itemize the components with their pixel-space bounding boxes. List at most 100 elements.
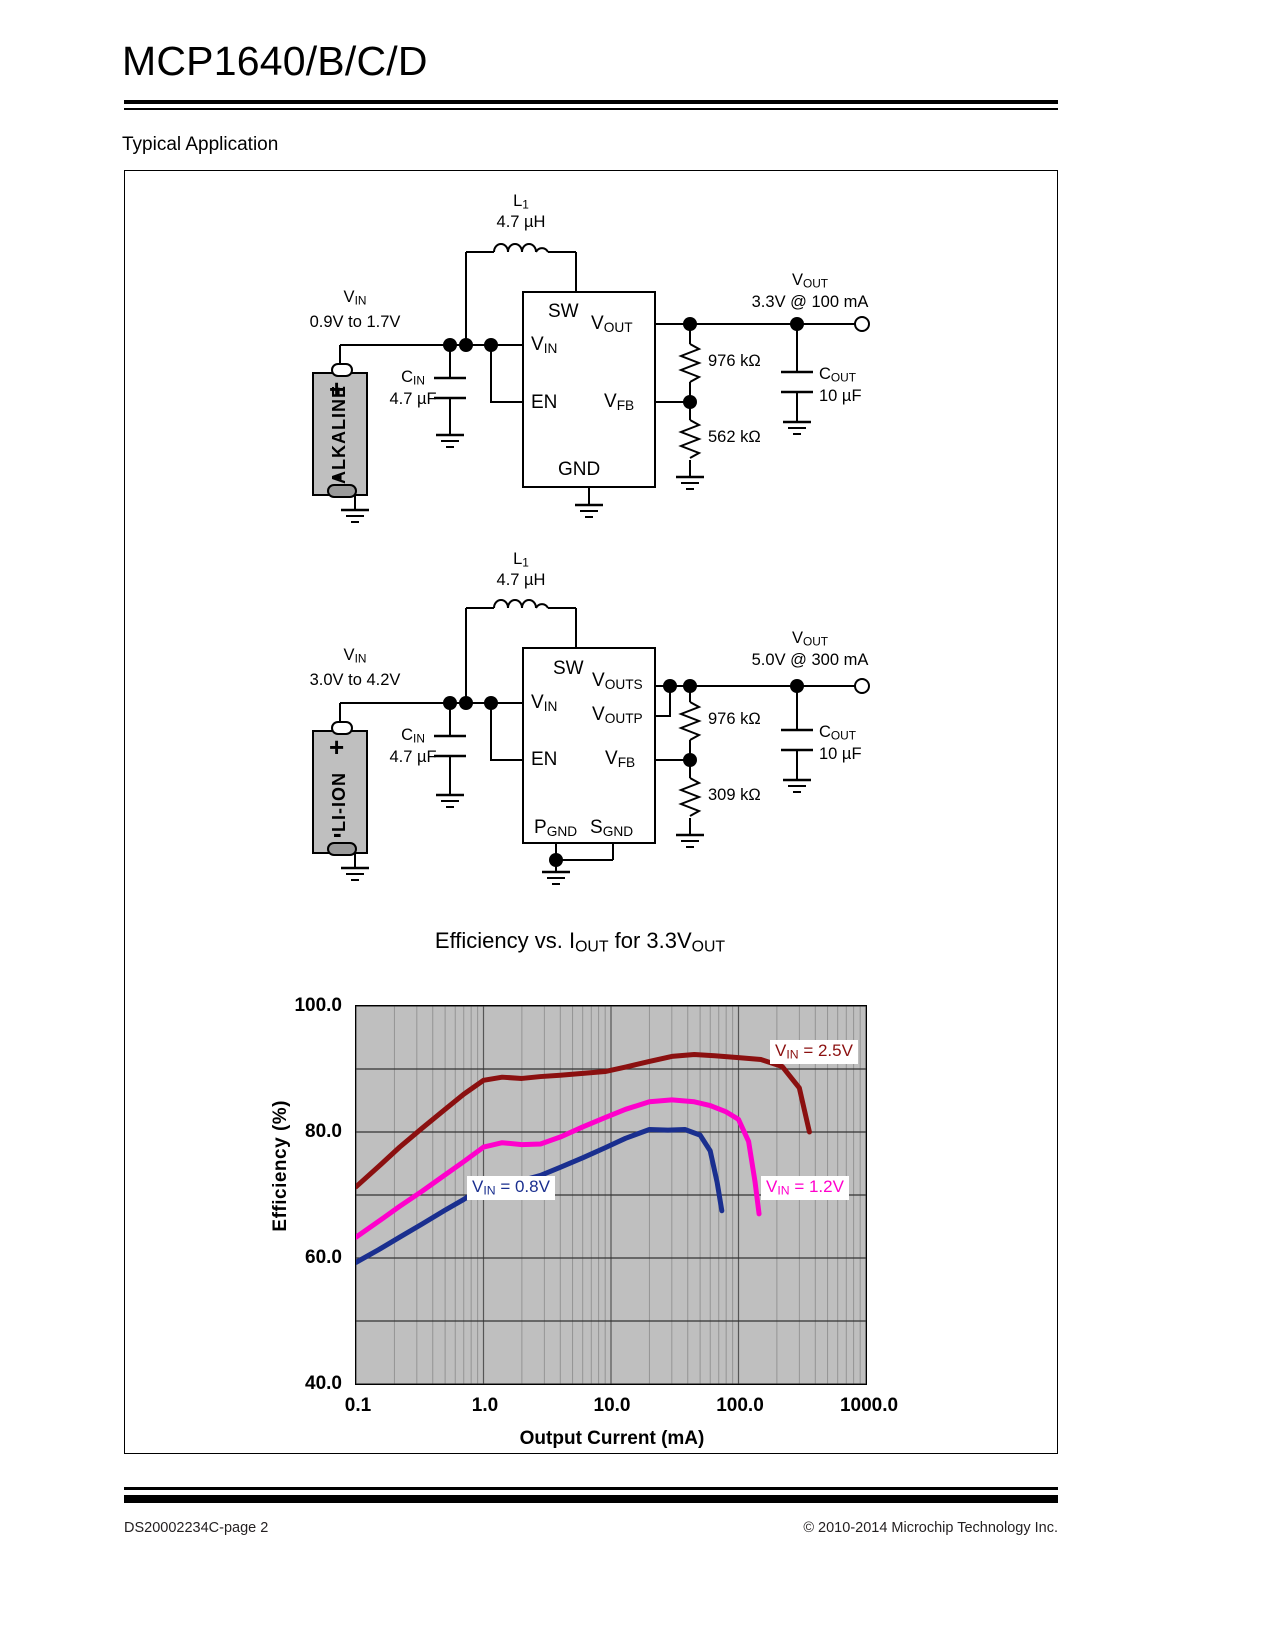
cin-ref-sub: IN bbox=[413, 373, 425, 388]
circuit1-vin-label: VIN bbox=[344, 288, 367, 308]
inductor2-ref-letter: L bbox=[513, 550, 523, 568]
circuit1-cin-ref: CIN bbox=[401, 368, 425, 388]
chart-title: Efficiency vs. IOUT for 3.3VOUT bbox=[435, 928, 725, 956]
circuit2-cin-ref: CIN bbox=[401, 726, 425, 746]
cout-ref-sub: OUT bbox=[830, 370, 856, 385]
circuit2-pin-pgnd: PGND bbox=[534, 817, 577, 839]
chart-xtick-0: 0.1 bbox=[344, 1395, 372, 1416]
cin2-ref-letter: C bbox=[401, 726, 414, 744]
pin-voutp-letter: V bbox=[592, 704, 605, 725]
header-rule-thin bbox=[124, 108, 1058, 110]
circuit1-pin-gnd: GND bbox=[558, 459, 601, 480]
circuit1-cout-ref: COUT bbox=[819, 365, 856, 385]
circuit1-vout-label: VOUT bbox=[792, 271, 828, 291]
circuit2-vout-label: VOUT bbox=[792, 629, 828, 649]
chart-series-1 bbox=[356, 1097, 762, 1240]
footer-document-id: DS20002234C-page 2 bbox=[124, 1520, 269, 1536]
pin-vfb-sub: FB bbox=[616, 398, 635, 413]
chart-y-axis-title: Efficiency (%) bbox=[270, 1100, 291, 1232]
chart-series-2 bbox=[356, 1126, 725, 1265]
series2-prefix: V bbox=[472, 1177, 484, 1196]
pin2-vin-letter: V bbox=[531, 692, 544, 713]
chart-xtick-1: 1.0 bbox=[471, 1395, 499, 1416]
pin-vin-letter: V bbox=[531, 334, 544, 355]
battery-alkaline-minus-sign: - bbox=[333, 460, 342, 490]
circuit1-pin-vout: VOUT bbox=[591, 313, 633, 335]
chart-title-sub1: OUT bbox=[575, 938, 609, 956]
page-title: MCP1640/B/C/D bbox=[122, 38, 428, 84]
circuit1-pin-vin: VIN bbox=[531, 334, 557, 356]
pin-vout-sub: OUT bbox=[603, 320, 633, 335]
circuit2-vin-range: 3.0V to 4.2V bbox=[309, 671, 401, 689]
pin-pgnd-sub: GND bbox=[546, 824, 578, 839]
pin-vout-letter: V bbox=[591, 313, 604, 334]
circuit1-pin-en: EN bbox=[531, 392, 558, 413]
cout-ref-letter: C bbox=[819, 365, 831, 383]
inductor2-ref-sub: 1 bbox=[522, 555, 529, 570]
circuit2-inductor-value: 4.7 µH bbox=[496, 571, 546, 589]
series-label-vin-0-8v: VIN = 0.8V bbox=[467, 1176, 555, 1201]
vin-label-letter: V bbox=[343, 288, 355, 306]
series-label-vin-1-2v: VIN = 1.2V bbox=[761, 1176, 849, 1201]
battery-liion-plus-sign: + bbox=[329, 732, 345, 762]
chart-series-0 bbox=[356, 1052, 812, 1190]
battery-alkaline-plus-sign: + bbox=[329, 374, 345, 404]
circuit2-pin-sgnd: SGND bbox=[590, 817, 633, 839]
cin-ref-letter: C bbox=[401, 368, 414, 386]
pin-sgnd-letter: S bbox=[590, 817, 603, 838]
chart-title-main: Efficiency vs. I bbox=[434, 928, 576, 953]
pin2-vfb-sub: FB bbox=[617, 755, 636, 770]
circuit2-r-bottom-value: 309 kΩ bbox=[708, 786, 761, 804]
chart-x-axis-title: Output Current (mA) bbox=[519, 1428, 705, 1449]
circuit1-pin-vfb: VFB bbox=[604, 391, 634, 413]
chart-xtick-4: 1000.0 bbox=[839, 1395, 899, 1416]
cin2-ref-sub: IN bbox=[413, 731, 425, 746]
pin-pgnd-letter: P bbox=[534, 817, 547, 838]
series0-suffix: = 2.5V bbox=[798, 1041, 853, 1060]
chart-ytick-3: 40.0 bbox=[305, 1373, 342, 1394]
vout-label-sub: OUT bbox=[802, 276, 829, 291]
chart-title-mid: for 3.3V bbox=[608, 928, 692, 953]
circuit1-inductor-ref: L1 bbox=[513, 192, 529, 212]
battery-alkaline-negative-cap bbox=[327, 484, 357, 498]
pin2-vin-sub: IN bbox=[543, 699, 558, 714]
chart-ytick-0: 100.0 bbox=[294, 995, 342, 1016]
circuit1-inductor-value: 4.7 µH bbox=[496, 213, 546, 231]
circuit2-cout-value: 10 µF bbox=[819, 745, 862, 763]
vin2-label-letter: V bbox=[343, 646, 355, 664]
chart-ytick-1: 80.0 bbox=[305, 1121, 342, 1142]
cout2-ref-sub: OUT bbox=[830, 728, 856, 743]
battery-liion-minus-sign: - bbox=[333, 818, 342, 848]
footer-rule-thick bbox=[124, 1495, 1058, 1503]
circuit1-cin-value: 4.7 µF bbox=[389, 390, 437, 408]
circuit2-vin-label: VIN bbox=[344, 646, 367, 666]
vout2-label-sub: OUT bbox=[802, 634, 829, 649]
pin-sgnd-sub: GND bbox=[602, 824, 634, 839]
cout2-ref-letter: C bbox=[819, 723, 831, 741]
pin-vin-sub: IN bbox=[543, 341, 558, 356]
vin2-label-sub: IN bbox=[354, 651, 367, 666]
circuit1-cout-value: 10 µF bbox=[819, 387, 862, 405]
circuit1-vin-range: 0.9V to 1.7V bbox=[309, 313, 401, 331]
circuit1-r-bottom-value: 562 kΩ bbox=[708, 428, 761, 446]
circuit1-pin-sw: SW bbox=[548, 301, 579, 322]
circuit1-r-top-value: 976 kΩ bbox=[708, 352, 761, 370]
series2-sub: IN bbox=[483, 1183, 496, 1198]
vout-label-letter: V bbox=[791, 271, 803, 289]
series1-sub: IN bbox=[777, 1183, 790, 1198]
battery-liion-positive-cap bbox=[331, 721, 353, 735]
series0-prefix: V bbox=[775, 1041, 787, 1060]
series2-suffix: = 0.8V bbox=[495, 1177, 550, 1196]
circuit1-vout-spec: 3.3V @ 100 mA bbox=[751, 293, 869, 311]
footer-rule-thin bbox=[124, 1487, 1058, 1490]
pin-vouts-letter: V bbox=[592, 670, 605, 691]
series-label-vin-2-5v: VIN = 2.5V bbox=[770, 1040, 858, 1065]
circuit2-pin-vin: VIN bbox=[531, 692, 557, 714]
chart-title-sub2: OUT bbox=[691, 938, 726, 956]
battery-liion bbox=[312, 730, 368, 854]
circuit2-cout-ref: COUT bbox=[819, 723, 856, 743]
header-rule-thick bbox=[124, 100, 1058, 104]
